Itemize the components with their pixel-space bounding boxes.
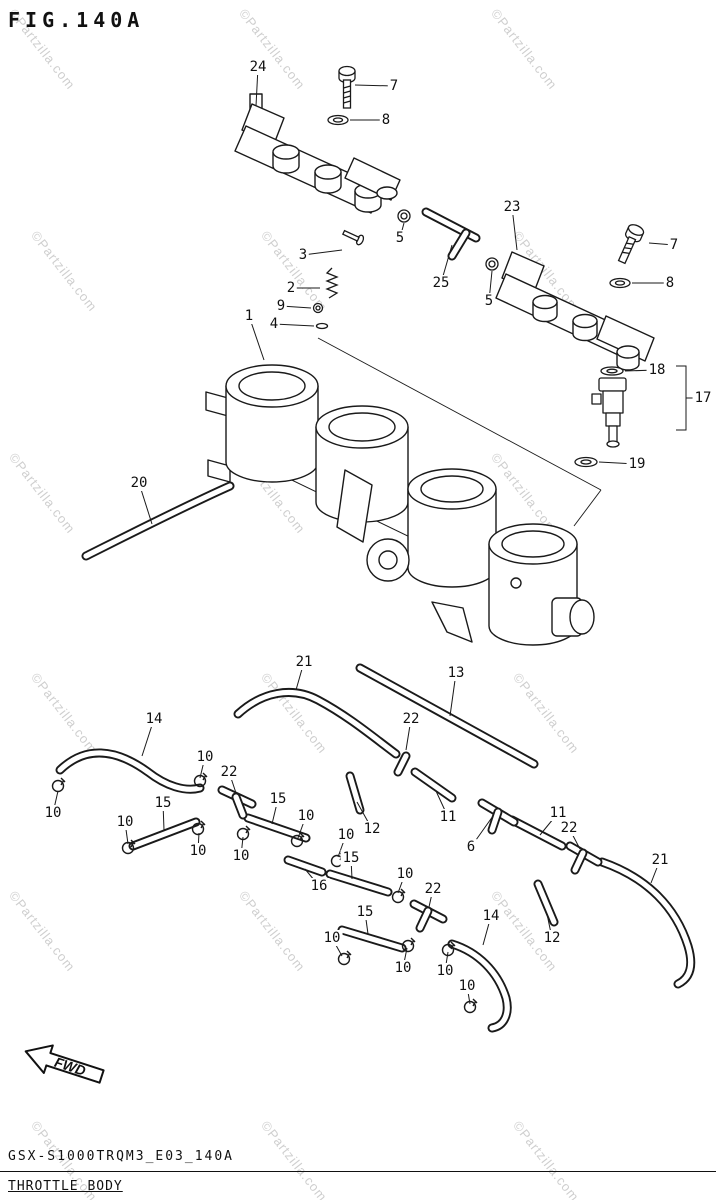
figure-caption: THROTTLE BODY xyxy=(8,1179,123,1194)
hose-16 xyxy=(283,855,327,877)
cushion-19-icon xyxy=(574,456,598,468)
joint-6 xyxy=(477,798,519,835)
hose-12-b xyxy=(533,879,559,927)
hose-21-right xyxy=(597,857,696,989)
joint-22-b xyxy=(217,785,257,820)
fuel-rail-left-assembly xyxy=(234,93,401,214)
fuel-injector-17 xyxy=(591,377,627,448)
hose-15-d xyxy=(337,925,407,953)
clamp-10-icon xyxy=(401,937,416,953)
figure-title: FIG.140A xyxy=(8,8,145,32)
footer-divider xyxy=(0,1171,716,1172)
oring-9-icon xyxy=(312,302,324,314)
hose-14-bottom xyxy=(447,939,512,1033)
bolt-7-right-icon xyxy=(617,224,645,265)
washer-8-right-icon xyxy=(609,277,631,289)
hose-clamps-10 xyxy=(51,772,478,1014)
spring-2-icon xyxy=(325,267,339,299)
throttle-body-assembly xyxy=(205,364,595,646)
washer-8-top-icon xyxy=(327,114,349,126)
oring-18-icon xyxy=(600,366,624,376)
hose-15-b xyxy=(243,813,311,843)
clamp-10-icon xyxy=(290,832,305,848)
clamp-10-icon xyxy=(51,777,66,793)
joint-22-c xyxy=(565,841,603,875)
joint-22-d xyxy=(409,899,448,933)
reference-line xyxy=(317,337,602,527)
clamp-10-icon xyxy=(191,820,206,836)
clamp-10-icon xyxy=(236,825,251,841)
hose-15-a xyxy=(128,817,201,851)
clamp-10-icon xyxy=(441,941,456,957)
oring-5-right-icon xyxy=(485,257,499,271)
fwd-label: FWD xyxy=(53,1054,88,1079)
clamp-10-icon xyxy=(391,888,406,904)
screw-3-icon xyxy=(341,229,365,246)
oring-5-left-icon xyxy=(397,209,411,223)
clamp-10-icon xyxy=(193,772,208,788)
hose-14-left xyxy=(55,748,205,794)
fwd-arrow: FWD xyxy=(24,1044,105,1084)
fuel-rail-right-assembly xyxy=(495,251,655,371)
hose-11-a xyxy=(410,767,457,803)
clamp-10-icon xyxy=(463,998,478,1014)
part-code: GSX-S1000TRQM3_E03_140A xyxy=(8,1149,235,1164)
clamp-10-icon xyxy=(330,852,345,868)
washer-4-icon xyxy=(315,322,329,330)
bolt-7-top-icon xyxy=(338,65,356,109)
hose-21-left xyxy=(233,688,401,759)
hose-20 xyxy=(81,481,235,561)
joint-22-a xyxy=(393,751,411,777)
injector-bracket-17 xyxy=(676,365,695,431)
hose-11-b xyxy=(507,815,567,851)
hose-13 xyxy=(355,663,539,769)
joint-pipe-25 xyxy=(421,207,481,261)
hose-15-c xyxy=(325,869,393,897)
clamp-10-icon xyxy=(337,950,352,966)
